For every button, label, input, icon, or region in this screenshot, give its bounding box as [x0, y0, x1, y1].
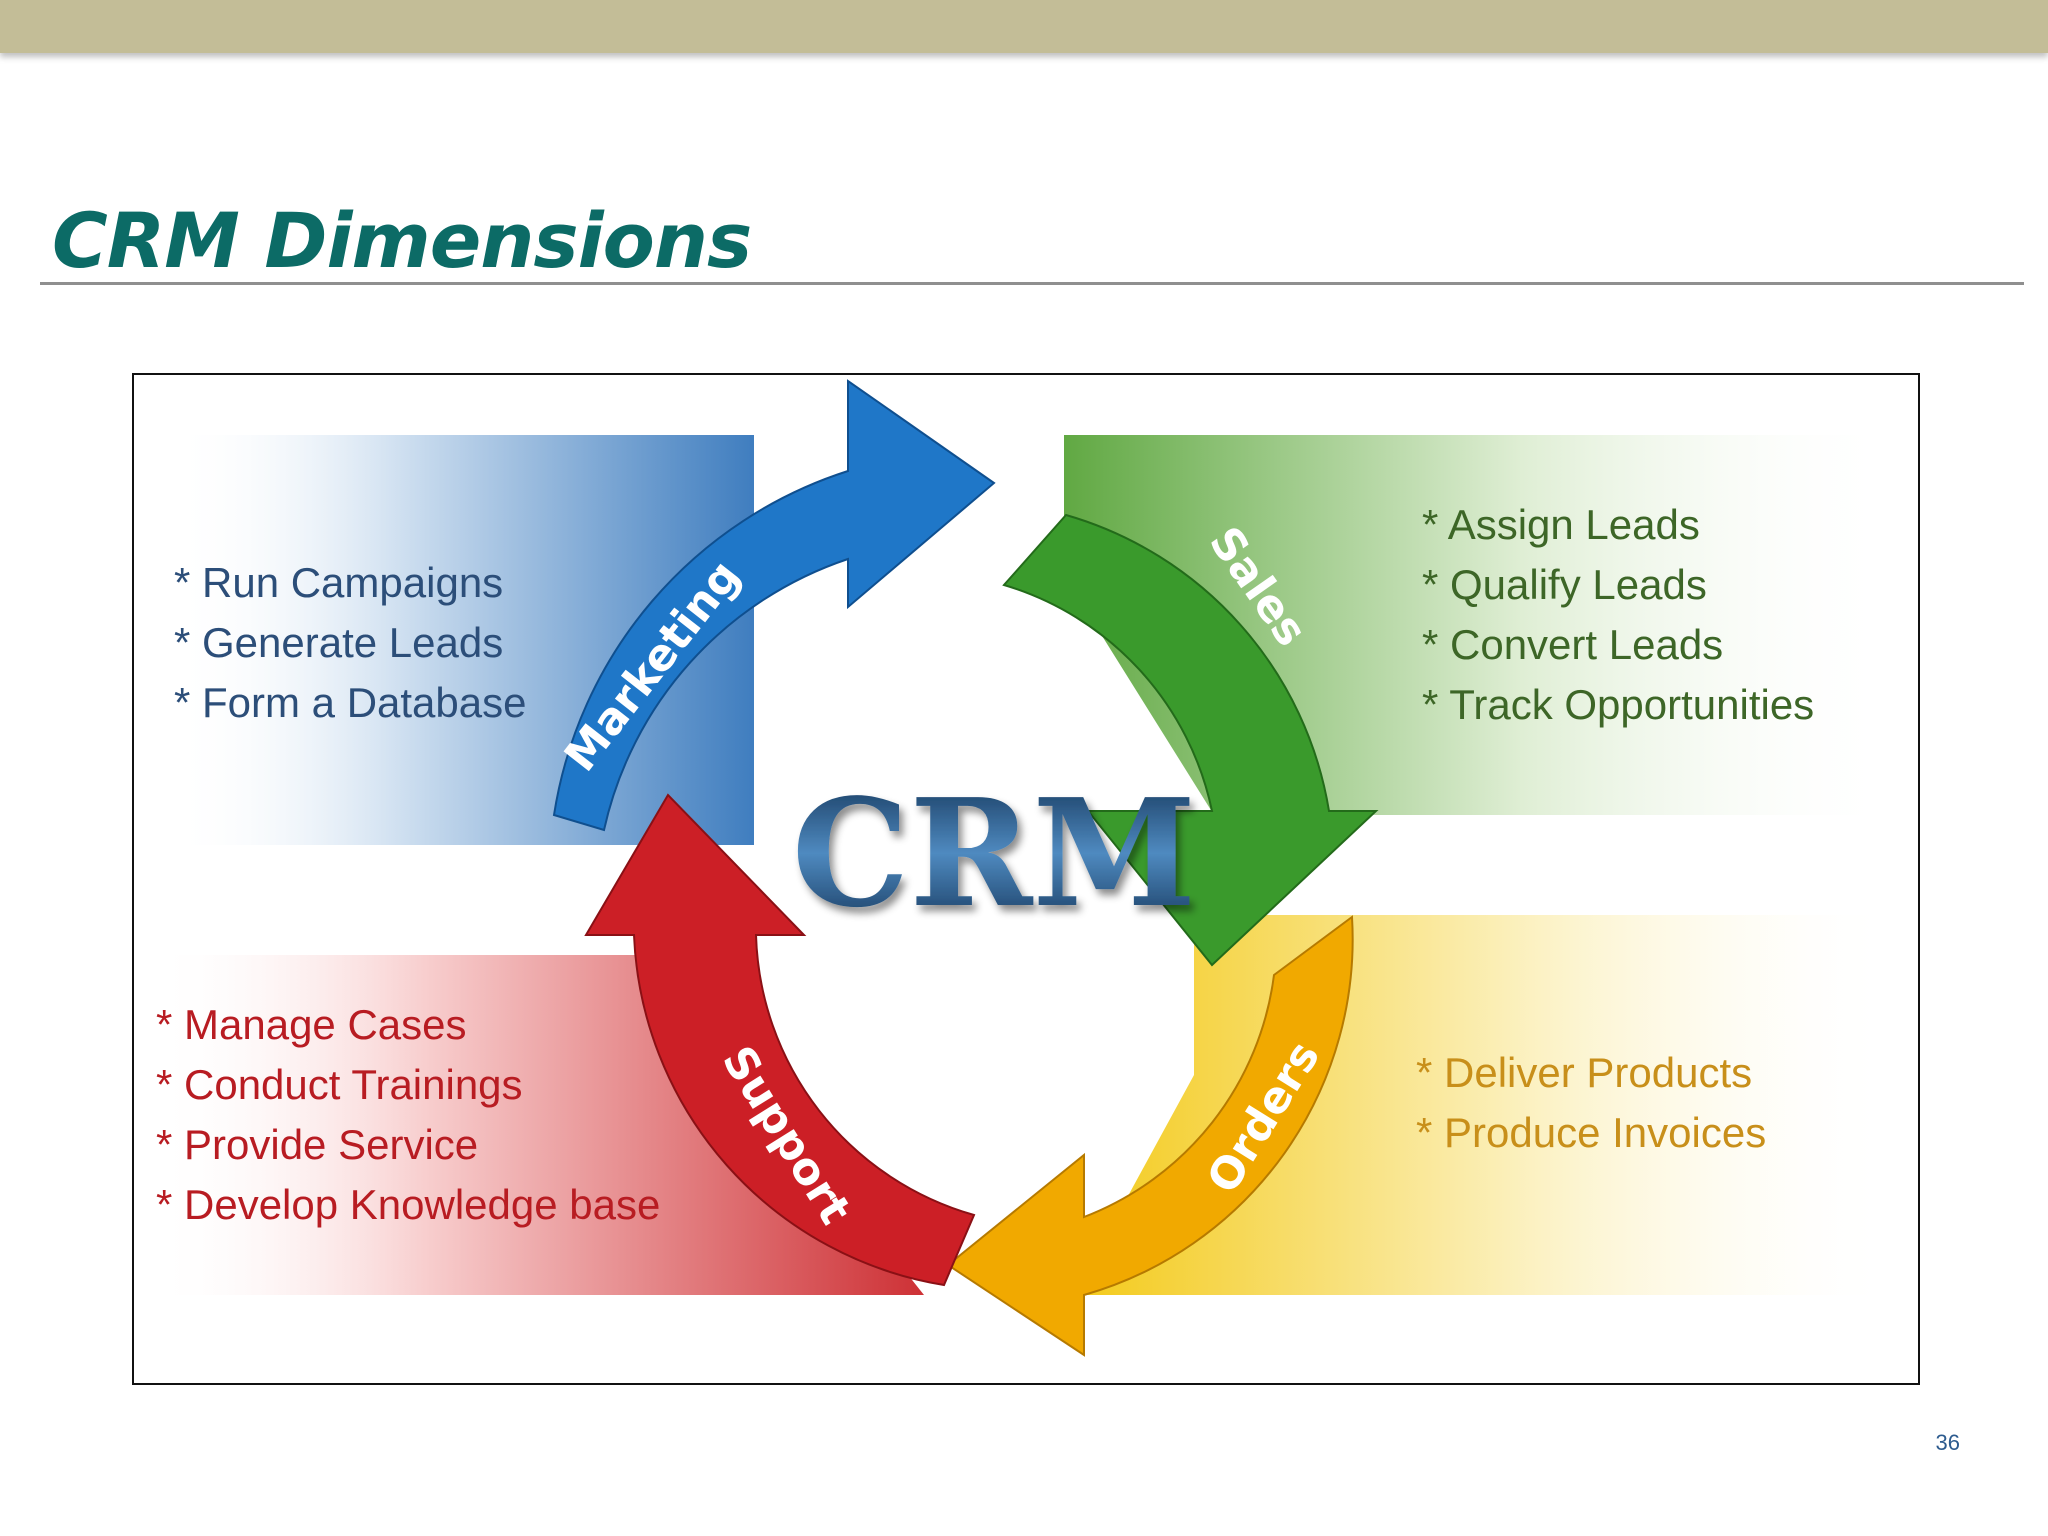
support-band — [154, 955, 924, 1295]
marketing-arrow — [552, 379, 996, 832]
sales-tasks: * Assign Leads * Qualify Leads * Convert… — [1422, 501, 1814, 728]
page-number: 36 — [1935, 1430, 1960, 1455]
support-tasks: * Manage Cases * Conduct Trainings * Pro… — [156, 1001, 660, 1228]
slide-title: CRM Dimensions — [52, 196, 752, 285]
crm-center-label: CRM — [792, 766, 1197, 940]
sales-task: * Qualify Leads — [1422, 561, 1707, 608]
orders-arrow — [946, 915, 1354, 1357]
cycle-arrows — [552, 379, 1379, 1357]
marketing-task: * Run Campaigns — [174, 559, 503, 606]
orders-task: * Produce Invoices — [1416, 1109, 1766, 1156]
orders-task: * Deliver Products — [1416, 1049, 1752, 1096]
top-band — [0, 0, 2048, 53]
support-task: * Develop Knowledge base — [156, 1181, 660, 1228]
support-task: * Conduct Trainings — [156, 1061, 523, 1108]
title-divider — [40, 282, 2024, 285]
orders-tasks: * Deliver Products * Produce Invoices — [1416, 1049, 1766, 1156]
support-task: * Manage Cases — [156, 1001, 467, 1048]
support-arrow — [584, 793, 976, 1287]
sales-task: * Track Opportunities — [1422, 681, 1814, 728]
sales-arrow — [1002, 513, 1379, 967]
support-task: * Provide Service — [156, 1121, 478, 1168]
marketing-task: * Generate Leads — [174, 619, 503, 666]
sales-task: * Convert Leads — [1422, 621, 1723, 668]
marketing-tasks: * Run Campaigns * Generate Leads * Form … — [174, 559, 527, 726]
marketing-task: * Form a Database — [174, 679, 527, 726]
crm-diagram-frame: Marketing Sales Orders Support CRM * Run… — [132, 373, 1920, 1385]
crm-cycle-diagram: Marketing Sales Orders Support CRM * Run… — [154, 379, 1894, 1357]
sales-task: * Assign Leads — [1422, 501, 1700, 548]
